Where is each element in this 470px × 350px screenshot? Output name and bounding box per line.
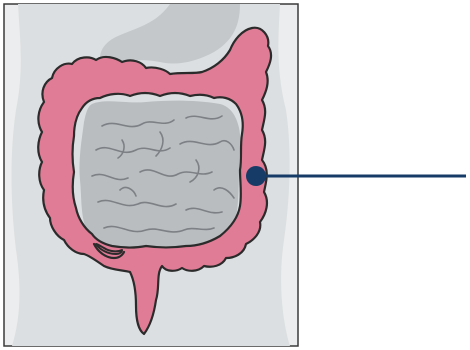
dot-marker-icon <box>246 166 266 186</box>
